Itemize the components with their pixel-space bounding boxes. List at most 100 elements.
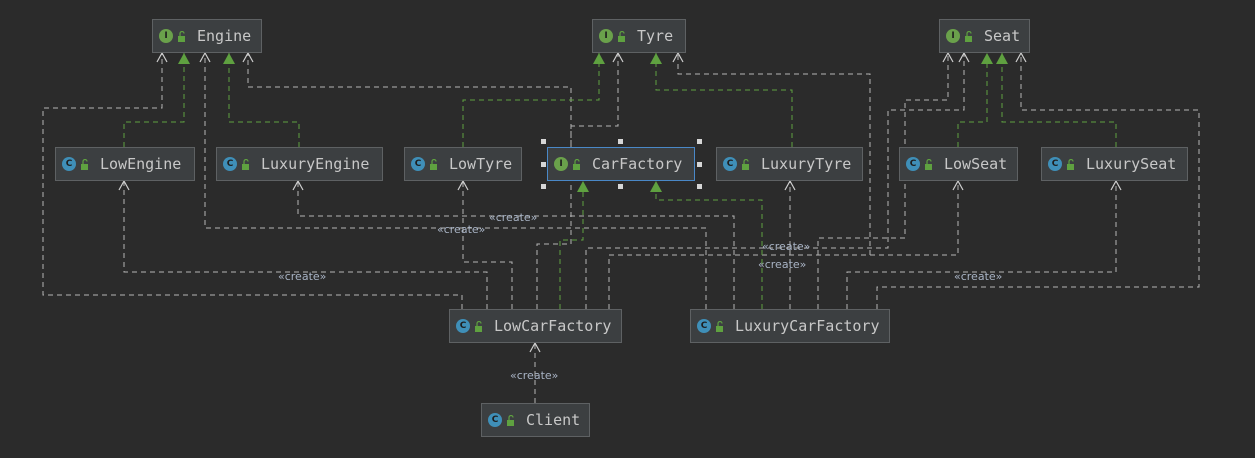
realization-arrowhead [981, 53, 993, 64]
node-luxury-engine[interactable]: C LuxuryEngine [216, 147, 383, 181]
class-icon: C [456, 319, 470, 333]
node-luxury-car-factory[interactable]: C LuxuryCarFactory [690, 309, 890, 343]
resize-handle-bottom-left[interactable] [541, 184, 546, 189]
create-arrowhead [199, 51, 211, 63]
node-label: LuxuryTyre [761, 155, 852, 173]
lock-open-icon [716, 320, 723, 332]
class-icon: C [411, 157, 425, 171]
create-arrowhead [612, 51, 624, 63]
lock-open-icon [178, 30, 185, 42]
node-label: LuxuryCarFactory [735, 317, 880, 335]
resize-handle-bottom-right[interactable] [697, 184, 702, 189]
node-label: LowTyre [449, 155, 513, 173]
lock-open-icon [507, 414, 514, 426]
resize-handle-left[interactable] [541, 162, 546, 167]
interface-icon: I [599, 29, 613, 43]
realization-arrowhead [577, 181, 589, 192]
lock-open-icon [81, 158, 88, 170]
create-label: «create» [954, 270, 1003, 283]
realization-edge [559, 181, 584, 309]
class-icon: C [62, 157, 76, 171]
create-label: «create» [437, 223, 486, 236]
class-icon: C [723, 157, 737, 171]
node-label: CarFactory [592, 155, 683, 173]
create-dependency-edge [462, 181, 513, 309]
node-label: LowEngine [100, 155, 182, 173]
create-label: «create» [510, 369, 559, 382]
create-arrowhead [1110, 179, 1122, 191]
create-dependency-edge [204, 53, 707, 309]
node-label: Seat [984, 27, 1021, 45]
create-label: «create» [758, 258, 807, 271]
node-label: Tyre [637, 27, 674, 45]
node-low-seat[interactable]: C LowSeat [899, 147, 1018, 181]
create-arrowhead [952, 179, 964, 191]
create-dependency-edge [123, 181, 488, 309]
lock-open-icon [430, 158, 437, 170]
node-client[interactable]: C Client [481, 403, 590, 437]
resize-handle-bottom[interactable] [618, 184, 623, 189]
create-label: «create» [278, 270, 327, 283]
interface-icon: I [554, 157, 568, 171]
create-dependency-edge [536, 53, 619, 309]
create-arrowhead [672, 51, 684, 63]
create-arrowhead [156, 51, 168, 63]
lock-open-icon [925, 158, 932, 170]
node-luxury-tyre[interactable]: C LuxuryTyre [716, 147, 863, 181]
lock-open-icon [1067, 158, 1074, 170]
realization-arrowhead [223, 53, 235, 64]
realization-edge [123, 53, 185, 147]
node-engine[interactable]: I Engine [152, 19, 262, 53]
class-icon: C [1048, 157, 1062, 171]
create-arrowhead [1015, 51, 1027, 63]
lock-open-icon [242, 158, 249, 170]
node-label: Client [526, 411, 581, 429]
class-icon: C [488, 413, 502, 427]
node-label: LowSeat [944, 155, 1008, 173]
lock-open-icon [573, 158, 580, 170]
realization-edge [655, 181, 763, 309]
realization-arrowhead [650, 53, 662, 64]
node-low-tyre[interactable]: C LowTyre [404, 147, 522, 181]
class-icon: C [697, 319, 711, 333]
node-luxury-seat[interactable]: C LuxurySeat [1041, 147, 1188, 181]
node-car-factory[interactable]: I CarFactory [547, 147, 695, 181]
resize-handle-top-left[interactable] [541, 139, 546, 144]
create-dependency-edge [42, 53, 463, 309]
class-icon: C [223, 157, 237, 171]
realization-arrowhead [650, 181, 662, 192]
resize-handle-top-right[interactable] [697, 139, 702, 144]
node-label: LuxurySeat [1086, 155, 1177, 173]
node-label: Engine [197, 27, 252, 45]
realization-arrowhead [178, 53, 190, 64]
create-dependency-edge [846, 181, 1117, 309]
node-seat[interactable]: I Seat [939, 19, 1030, 53]
create-arrowhead [942, 51, 954, 63]
node-label: LuxuryEngine [261, 155, 370, 173]
interface-icon: I [946, 29, 960, 43]
create-dependency-edge [817, 53, 949, 309]
realization-edge [462, 53, 600, 147]
lock-open-icon [618, 30, 625, 42]
node-label: LowCarFactory [494, 317, 612, 335]
node-tyre[interactable]: I Tyre [592, 19, 686, 53]
realization-edge [655, 53, 793, 147]
realization-arrowhead [996, 53, 1008, 64]
lock-open-icon [742, 158, 749, 170]
class-icon: C [906, 157, 920, 171]
realization-edge [1001, 53, 1117, 147]
create-arrowhead [292, 179, 304, 191]
node-low-car-factory[interactable]: C LowCarFactory [449, 309, 622, 343]
lock-open-icon [475, 320, 482, 332]
create-dependency-edge [247, 53, 572, 147]
realization-edge [957, 53, 988, 147]
node-low-engine[interactable]: C LowEngine [55, 147, 195, 181]
create-arrowhead [958, 51, 970, 63]
interface-icon: I [159, 29, 173, 43]
realization-edge [228, 53, 300, 147]
create-arrowhead [457, 179, 469, 191]
resize-handle-right[interactable] [697, 162, 702, 167]
resize-handle-top[interactable] [618, 139, 623, 144]
